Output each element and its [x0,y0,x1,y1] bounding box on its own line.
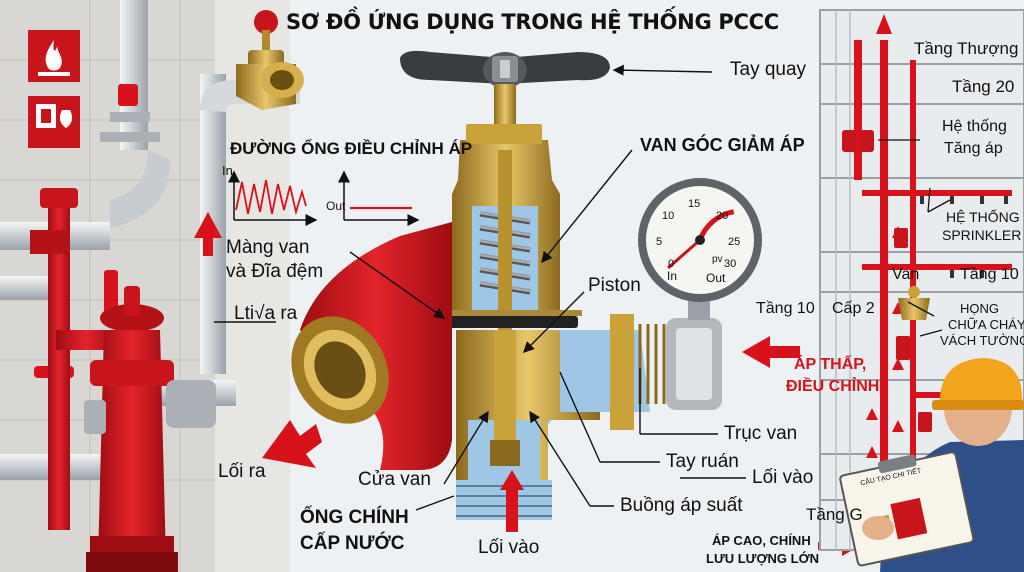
level-2: Cấp 2 [832,300,875,317]
floor-ground: Tầng G [806,505,863,524]
label-low-pressure-2: ĐIỀU CHỈNH [786,378,880,395]
floor-top: Tầng Thượng [914,39,1019,58]
hydrant-3: VÁCH TƯỜNG [940,333,1024,348]
label-outlet-left: Lti√a ra [234,303,298,324]
gauge-tick-15: 15 [688,198,701,210]
label-handle: Tay ruán [666,451,739,472]
pressure-graph [228,170,420,226]
floor-10-right: Tầng 10 [960,266,1019,283]
label-high-pressure-2: LƯU LƯỢNG LỚN [706,551,820,566]
graph-in-label: In [222,163,233,178]
pressure-gauge [638,178,762,302]
gauge-unit: pv [712,254,723,265]
alarm-sign-icon [28,96,80,148]
label-inlet-right: Lối vào [752,467,814,488]
gauge-tick-20: 20 [716,210,729,222]
label-handwheel: Tay quay [730,59,807,80]
gauge-tick-0: 0 [668,258,675,270]
gauge-out-label: Out [706,271,726,285]
leader-lines [214,64,746,511]
hydrant-1: HỌNG [960,301,999,316]
label-pressure-chamber: Buồng áp suất [620,495,743,516]
label-piston: Piston [588,275,641,296]
label-low-pressure-1: ÁP THẤP, [794,356,867,373]
gauge-tick-30: 30 [724,258,737,270]
label-main-pipe-1: ỐNG CHÍNH [300,507,409,528]
inlet-arrow-icon [500,470,524,532]
graph-out-label: Out [326,199,346,213]
label-main-pipe-2: CẤP NƯỚC [300,533,405,554]
label-diaphragm-1: Màng van [226,237,310,258]
label-inlet-bottom: Lối vào [478,537,540,558]
page-title: SƠ ĐỒ ỨNG DỤNG TRONG HỆ THỐNG PCCC [286,10,779,34]
engineer-figure [839,358,1024,572]
valve-body [291,50,722,520]
gauge-in-label: In [667,269,678,283]
label-diaphragm-2: và Đĩa đệm [226,261,324,282]
outlet-arrow-icon [262,420,322,468]
label-regulating-line: ĐƯỜNG ỐNG ĐIỀU CHỈNH ÁP [230,139,473,158]
label-reducing-valve: VAN GÓC GIẢM ÁP [640,135,805,155]
standpipe [30,188,116,530]
booster-1: Hệ thống [942,118,1007,135]
label-valve-port: Cửa van [358,469,431,490]
gauge-tick-10: 10 [662,210,675,222]
floor-20: Tầng 20 [952,77,1015,96]
right-inlet-arrow-icon [742,336,800,368]
fire-sign-icon [28,30,80,82]
booster-2: Tăng áp [944,140,1003,157]
label-high-pressure-1: ÁP CAO, CHÍNH [712,533,811,548]
sprinkler-1: HỆ THỐNG [946,209,1020,225]
gauge-tick-5: 5 [656,236,663,248]
label-valve: Van [892,266,920,283]
sprinkler-2: SPRINKLER [942,227,1022,243]
label-outlet-main: Lối ra [218,461,266,482]
hydrant-2: CHỮA CHÁY [948,317,1024,332]
wall-faucet [236,10,304,110]
gauge-tick-25: 25 [728,236,741,248]
label-stem: Trục van [724,423,798,444]
flow-arrow-up-icon [194,212,222,256]
wall-corner [215,0,290,572]
floor-10-left: Tầng 10 [756,300,815,317]
fire-hydrant [84,286,216,572]
